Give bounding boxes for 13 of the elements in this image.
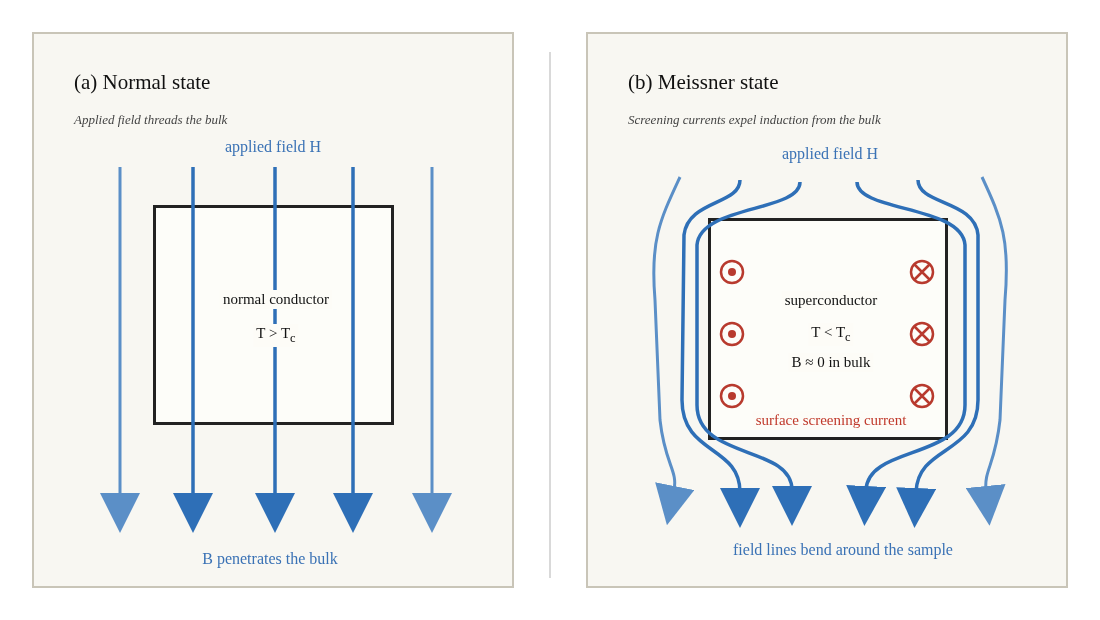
panel bbox=[32, 32, 514, 588]
superconductor-block bbox=[708, 218, 948, 440]
caption-label: field lines bend around the sample bbox=[733, 541, 953, 559]
panel-title: (b) Meissner state bbox=[628, 70, 779, 95]
panel bbox=[586, 32, 1068, 588]
block-label: T > T$_{c}$ bbox=[253, 324, 299, 347]
caption-label: B penetrates the bulk bbox=[202, 550, 338, 568]
field-label: applied field H bbox=[782, 145, 878, 163]
conductor-block bbox=[153, 205, 394, 425]
panel-title: (a) Normal state bbox=[74, 70, 211, 95]
panel-subtitle: Applied field threads the bulk bbox=[74, 112, 228, 128]
panel-subtitle: Screening currents expel induction from the bulk bbox=[628, 112, 881, 128]
field-label: applied field H bbox=[225, 138, 321, 156]
